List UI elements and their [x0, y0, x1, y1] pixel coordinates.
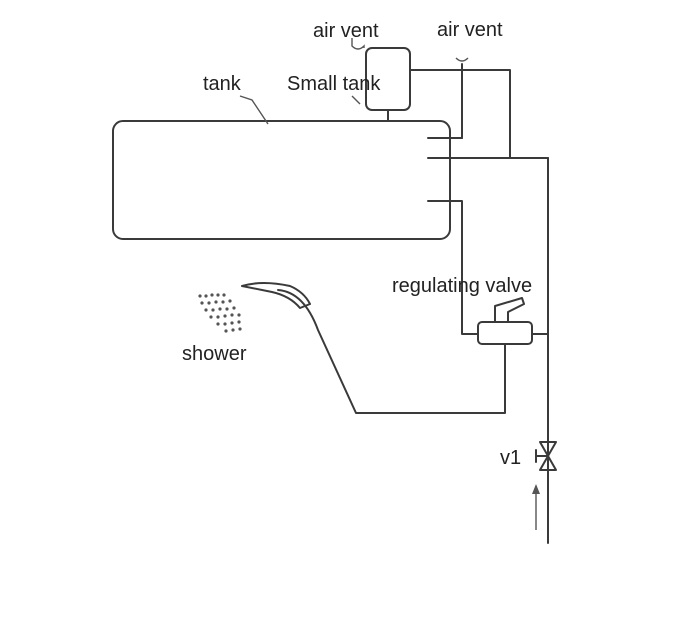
main-tank — [112, 120, 451, 240]
top-connection-pipe — [409, 69, 511, 159]
air-vent-right-label: air vent — [437, 19, 503, 41]
flow-arrow-up — [532, 484, 540, 530]
small-tank-leader — [351, 95, 361, 105]
tank-label: tank — [203, 73, 242, 95]
shower-head — [241, 282, 311, 309]
regulating-valve-label: regulating valve — [392, 275, 532, 297]
air-vent-left-pipe — [351, 38, 365, 50]
valve-v1 — [535, 441, 557, 471]
small-tank-label: Small tank — [287, 73, 381, 95]
shower-label: shower — [182, 343, 247, 365]
air-vent-left-label: air vent — [313, 20, 379, 42]
v1-label: v1 — [500, 447, 521, 469]
regulating-valve — [477, 297, 533, 353]
shower-pipe — [277, 289, 506, 414]
shower-spray — [198, 293, 242, 333]
tank-lower-outlet — [427, 200, 479, 335]
tank-leader — [239, 95, 269, 125]
air-vent-right-pipe — [455, 57, 469, 62]
